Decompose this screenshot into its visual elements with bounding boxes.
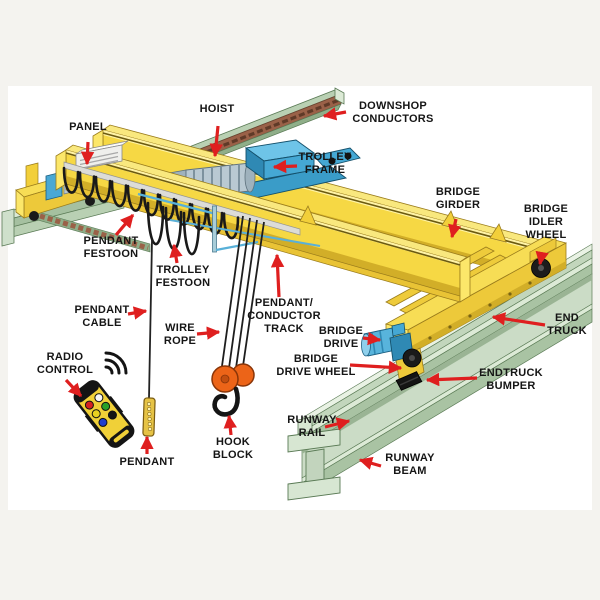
label-downshop-conductors: DOWNSHOP CONDUCTORS [352,100,434,125]
signal-waves-icon [104,351,128,375]
label-bridge-idler-wheel: BRIDGE IDLER WHEEL [523,203,569,241]
arrow-panel [80,141,95,166]
label-bridge-girder: BRIDGE GIRDER [435,186,481,211]
label-end-truck: END TRUCK [547,312,587,337]
hook-block [211,363,255,417]
remote-button-red [84,400,94,410]
arrow-hoist [209,125,223,158]
callout-arrows [64,107,549,470]
label-pendant: PENDANT [119,456,175,468]
remote-button-black [107,410,117,420]
trolley-festoon-loops [137,192,321,256]
arrow-bridge-girder [448,218,462,239]
label-runway-beam: RUNWAY BEAM [385,452,435,477]
arrow-downshop [322,107,347,121]
hook [212,386,240,417]
radio-remote [73,351,135,448]
label-pendant-cable: PENDANT CABLE [74,304,130,329]
arrow-trolley-frame [272,159,298,174]
arrow-bridge-idler-wheel [535,250,549,266]
arrow-end-truck [491,312,546,327]
label-trolley-festoon: TROLLEY FESTOON [155,264,211,289]
label-pendant-festoon: PENDANT FESTOON [83,235,139,260]
arrow-trolley-festoon [169,243,183,264]
label-hoist: HOIST [199,103,235,115]
remote-button-green [101,401,111,411]
girder-stiffener [299,205,317,226]
label-radio-control: RADIO CONTROL [36,351,94,376]
pendant-device [142,397,156,437]
label-trolley-frame: TROLLEY FRAME [298,151,352,176]
label-wire-rope: WIRE ROPE [163,322,197,347]
arrow-endtruck-bumper [425,372,478,387]
runway-beam-right [287,243,593,501]
arrow-hook-block [223,414,237,436]
pendant-conductor-track [63,161,301,236]
arrow-bridge-drive-wheel [349,360,403,374]
remote-button-blue [98,417,108,427]
arrow-radio-control [64,378,83,398]
remote-button-yellow [91,409,101,419]
label-hook-block: HOOK BLOCK [212,436,254,461]
arrow-pendant-cable [127,306,148,320]
arrow-runway-rail [324,417,351,431]
label-panel: PANEL [69,121,107,133]
label-endtruck-bumper: ENDTRUCK BUMPER [479,367,543,392]
arrow-wire-rope [196,326,221,340]
arrow-pendant-festoon [114,213,135,237]
girder-stiffener [489,223,507,243]
endtruck-bumper [395,371,423,391]
label-bridge-drive-wheel: BRIDGE DRIVE WHEEL [276,353,356,378]
bridge-drive-wheel [402,348,422,368]
remote-button-white [94,393,104,403]
truck-wheel [85,196,95,206]
label-runway-rail: RUNWAY RAIL [287,414,337,439]
label-bridge-drive: BRIDGE DRIVE [318,325,364,350]
truck-wheel [29,211,39,221]
pendant-cable [148,239,153,399]
arrow-runway-beam [358,456,382,470]
wire-ropes [221,215,265,369]
label-pendant-conductor-track: PENDANT/ CONDUCTOR TRACK [247,297,321,335]
arrow-pct [270,253,285,298]
arrow-bridge-drive [362,331,382,346]
